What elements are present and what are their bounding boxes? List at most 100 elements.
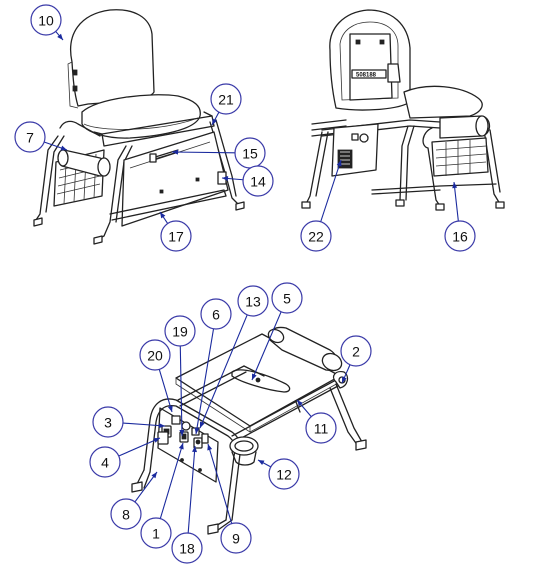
callout-number-15: 15 (242, 146, 258, 162)
callout-12: 12 (268, 458, 300, 490)
cup-holder (229, 436, 259, 466)
leader-arrow-9 (207, 444, 213, 451)
callout-circle-5 (271, 282, 303, 314)
callout-20: 20 (139, 339, 171, 371)
callout-7: 7 (14, 121, 46, 153)
callout-circle-13 (237, 285, 269, 317)
leader-arrow-3 (158, 423, 165, 429)
leader-arrow-11 (297, 400, 303, 407)
callout-circle-10 (30, 4, 62, 36)
callout-1: 1 (140, 517, 172, 549)
callout-circle-4 (89, 446, 121, 478)
callout-number-6: 6 (212, 307, 220, 323)
callout-circle-9 (220, 522, 252, 554)
callout-circle-7 (14, 121, 46, 153)
callout-21: 21 (210, 83, 242, 115)
leader-arrow-19 (179, 429, 185, 436)
callout-number-8: 8 (122, 507, 130, 523)
callout-number-13: 13 (245, 294, 261, 310)
callout-14: 14 (242, 165, 274, 197)
callout-number-20: 20 (147, 348, 163, 364)
leader-line-22 (320, 159, 342, 222)
callout-circle-22 (300, 220, 332, 252)
leader-line-20 (158, 369, 173, 413)
leader-line-15 (171, 151, 236, 154)
callout-number-5: 5 (283, 291, 291, 307)
leader-arrow-18 (192, 446, 198, 453)
callout-number-12: 12 (276, 467, 292, 483)
leader-arrow-2 (342, 376, 347, 383)
callout-22: 22 (300, 220, 332, 252)
frame-control-view (131, 326, 367, 535)
seat-rear-view: 508188 (301, 9, 505, 211)
leader-arrow-7 (60, 145, 67, 151)
leader-line-19 (179, 345, 183, 437)
callout-number-3: 3 (104, 415, 112, 431)
callout-11: 11 (305, 412, 337, 444)
callout-number-21: 21 (218, 92, 234, 108)
callout-19: 19 (164, 315, 196, 347)
leader-arrow-14 (222, 176, 229, 181)
callout-10: 10 (30, 4, 62, 36)
leader-line-16 (453, 181, 459, 222)
callout-5: 5 (271, 282, 303, 314)
callout-number-10: 10 (38, 13, 54, 29)
callout-circle-11 (305, 412, 337, 444)
callout-number-9: 9 (232, 531, 240, 547)
callout-circle-16 (444, 220, 476, 252)
callout-18: 18 (171, 532, 203, 564)
callout-number-17: 17 (168, 229, 184, 245)
callout-15: 15 (234, 137, 266, 169)
leader-arrow-21 (212, 118, 218, 125)
leader-arrow-1 (178, 443, 184, 450)
callout-labels: 10 21 7 15 14 17 22 16 13 5 6 19 2 20 3 11 4 12 8 1 18 9 (14, 4, 476, 564)
leader-line-1 (159, 442, 184, 519)
callout-circle-20 (139, 339, 171, 371)
leader-line-9 (207, 443, 233, 524)
side-panel (121, 131, 229, 227)
callout-circle-1 (140, 517, 172, 549)
leader-arrow-22 (336, 160, 342, 167)
callout-circle-17 (160, 220, 192, 252)
leader-line-5 (251, 311, 282, 381)
backrest (70, 9, 155, 107)
leader-arrow-16 (452, 182, 458, 189)
callout-8: 8 (110, 498, 142, 530)
callout-circle-6 (200, 298, 232, 330)
callout-number-1: 1 (152, 526, 160, 542)
leader-line-18 (187, 445, 196, 534)
rear-roll-cylinder (439, 115, 491, 139)
callout-circle-8 (110, 498, 142, 530)
leader-arrow-8 (151, 472, 157, 479)
leader-arrow-6 (194, 427, 200, 434)
serial-plate (351, 69, 387, 79)
callout-number-16: 16 (452, 229, 468, 245)
mesh-grille-rear (431, 137, 489, 177)
leader-arrow-20 (167, 405, 173, 412)
leader-arrow-4 (153, 438, 160, 443)
callout-3: 3 (92, 406, 124, 438)
callout-number-7: 7 (26, 130, 34, 146)
callout-9: 9 (220, 522, 252, 554)
leader-line-13 (199, 314, 248, 429)
callout-2: 2 (340, 335, 372, 367)
callout-6: 6 (200, 298, 232, 330)
leader-line-3 (122, 422, 166, 427)
callout-13: 13 (237, 285, 269, 317)
callout-circle-18 (171, 532, 203, 564)
leader-lines (43, 31, 459, 534)
callout-number-18: 18 (179, 541, 195, 557)
leader-arrow-15 (172, 149, 179, 155)
callout-number-4: 4 (101, 455, 109, 471)
callout-number-14: 14 (250, 174, 266, 190)
leader-arrow-17 (160, 212, 166, 219)
callout-circle-21 (210, 83, 242, 115)
seat-cushion-rear (403, 85, 483, 119)
callout-number-22: 22 (308, 229, 324, 245)
serial-plate-text: 508188 (356, 73, 377, 79)
seat-cushion (81, 94, 201, 139)
callout-number-11: 11 (314, 421, 329, 437)
leader-arrow-12 (258, 460, 265, 466)
